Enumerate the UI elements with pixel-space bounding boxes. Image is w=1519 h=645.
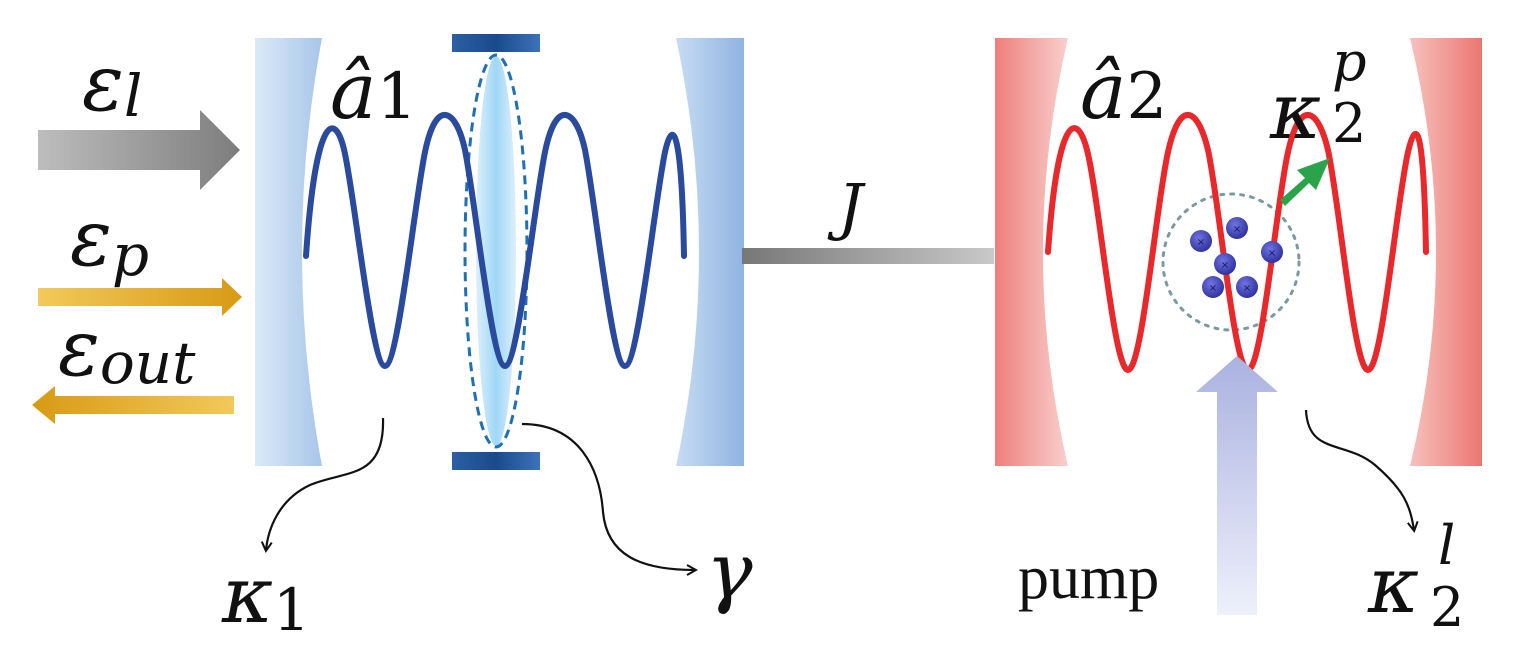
atom: × — [1226, 217, 1248, 239]
label-kappa2-p: κ 2 p — [1269, 30, 1391, 161]
svg-text:×: × — [1243, 283, 1251, 294]
svg-text:×: × — [1233, 224, 1241, 235]
label-pump: pump — [1018, 544, 1159, 612]
pump-arrow — [1196, 356, 1278, 615]
probe-arrow — [38, 278, 242, 316]
mechanical-membrane — [452, 34, 540, 470]
svg-text:×: × — [1197, 237, 1205, 248]
label-coupling-J: J — [827, 170, 866, 243]
label-eps-l: εl — [82, 39, 142, 130]
cavity-1 — [255, 34, 744, 470]
atom: × — [1261, 241, 1283, 263]
cavity1-right-mirror — [676, 38, 744, 466]
atomic-loss-arrow — [1280, 158, 1330, 206]
label-kappa2-l: κ 2 l — [1367, 514, 1489, 645]
cavity2-right-mirror — [1410, 38, 1482, 466]
coupling-bar — [742, 248, 994, 264]
atom: × — [1236, 276, 1258, 298]
label-gamma: γ — [706, 527, 753, 617]
drive-arrow — [38, 110, 240, 190]
output-arrow — [32, 386, 234, 424]
label-a1: â1 — [330, 47, 417, 137]
svg-text:×: × — [1268, 248, 1276, 259]
labels: â1 εl εp εout J â2 κ 2 p κ1 γ pump κ 2 l — [58, 30, 1489, 645]
membrane-bottom-plate — [452, 452, 540, 470]
cavity2-left-mirror — [995, 38, 1068, 466]
label-eps-p: εp — [70, 194, 149, 289]
atoms: × × × × × × — [1190, 217, 1283, 298]
atom: × — [1214, 253, 1236, 275]
gamma-decay-path — [521, 422, 695, 570]
input-arrows — [32, 110, 242, 424]
membrane-top-plate — [452, 34, 540, 52]
atom-cloud-boundary — [1161, 192, 1301, 332]
label-a2: â2 — [1080, 47, 1167, 137]
kappa2l-decay-path — [1304, 409, 1414, 530]
decay-paths — [266, 409, 1414, 570]
cavity1-left-mirror — [255, 38, 322, 466]
cavity-2: × × × × × × — [995, 38, 1482, 615]
cavity1-wave — [303, 112, 687, 370]
membrane-body — [476, 56, 516, 446]
label-eps-out: εout — [58, 304, 196, 397]
svg-text:×: × — [1209, 283, 1217, 294]
atom: × — [1202, 276, 1224, 298]
atom: × — [1190, 230, 1212, 252]
label-kappa1: κ1 — [221, 551, 310, 644]
kappa1-decay-path — [266, 417, 385, 550]
svg-text:×: × — [1221, 260, 1229, 271]
